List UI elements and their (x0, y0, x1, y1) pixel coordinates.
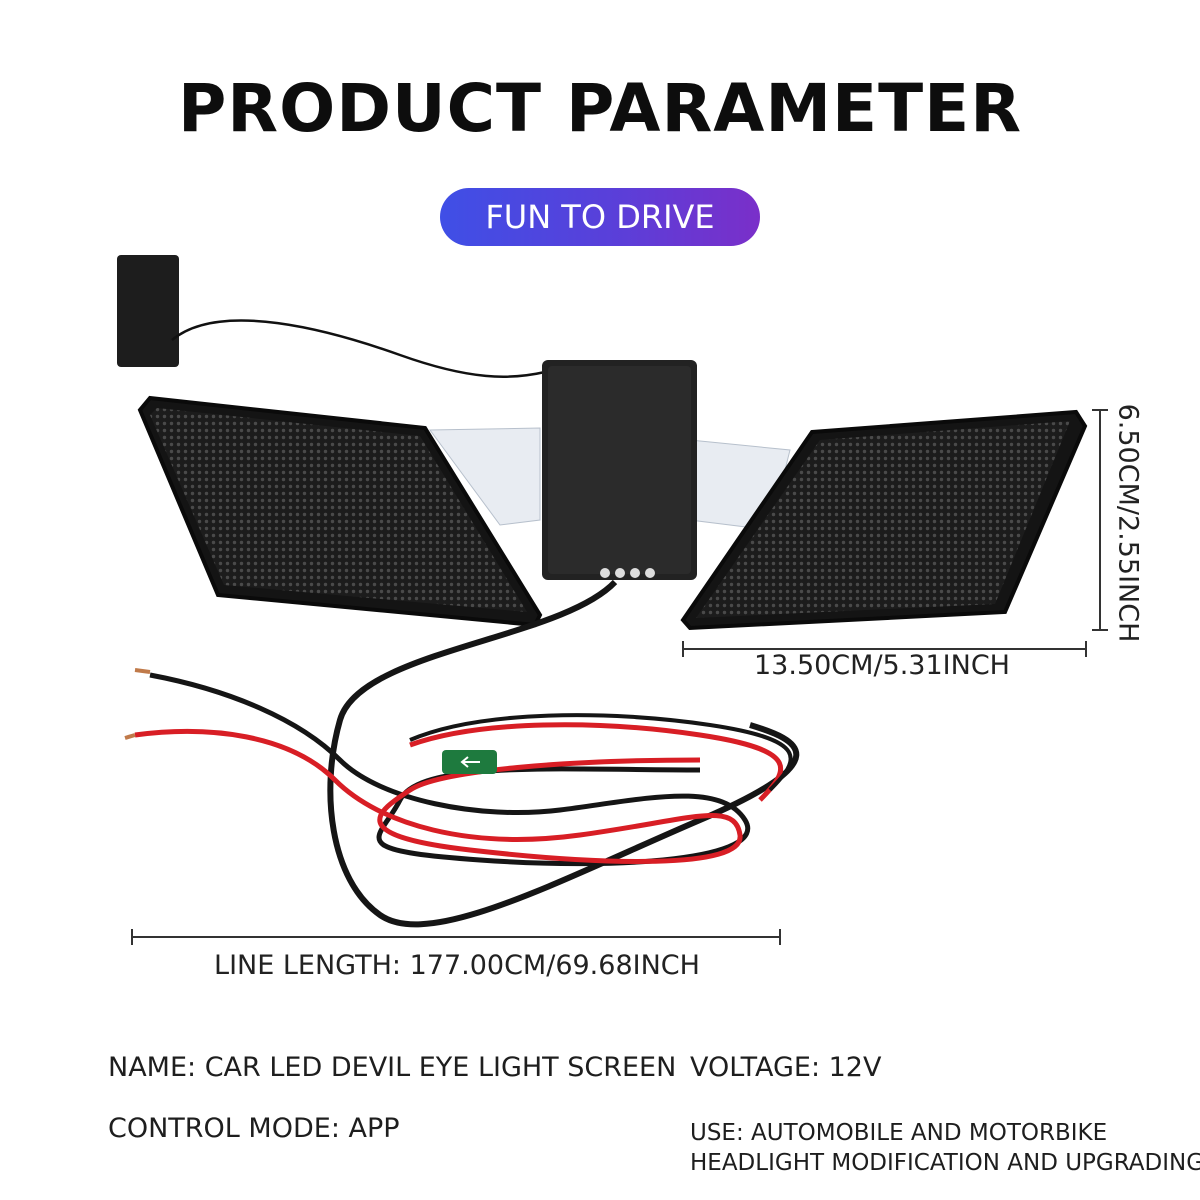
controller-board (542, 360, 697, 580)
black-power-cable (327, 579, 800, 928)
red-black-wire-harness (124, 668, 793, 867)
spec-name: NAME: CAR LED DEVIL EYE LIGHT SCREEN (108, 1052, 677, 1083)
width-dimension-line (682, 641, 1087, 657)
spec-control-mode: CONTROL MODE: APP (108, 1113, 400, 1144)
antenna-module (117, 255, 546, 378)
spec-use-line-2: HEADLIGHT MODIFICATION AND UPGRADING (690, 1150, 1200, 1176)
fun-to-drive-badge: FUN TO DRIVE (440, 188, 760, 246)
page-title: PRODUCT PARAMETER (177, 70, 1023, 147)
height-dimension-line (1092, 409, 1108, 631)
height-dimension-label: 6.50CM/2.55INCH (1112, 403, 1144, 643)
spec-use-line-1: USE: AUTOMOBILE AND MOTORBIKE (690, 1120, 1108, 1146)
line-length-dimension-line (131, 929, 781, 945)
line-length-label: LINE LENGTH: 177.00CM/69.68INCH (214, 950, 700, 981)
spec-voltage: VOLTAGE: 12V (690, 1052, 882, 1083)
spec-use: USE: AUTOMOBILE AND MOTORBIKE HEADLIGHT … (690, 1118, 1200, 1178)
width-dimension-label: 13.50CM/5.31INCH (754, 650, 1010, 681)
